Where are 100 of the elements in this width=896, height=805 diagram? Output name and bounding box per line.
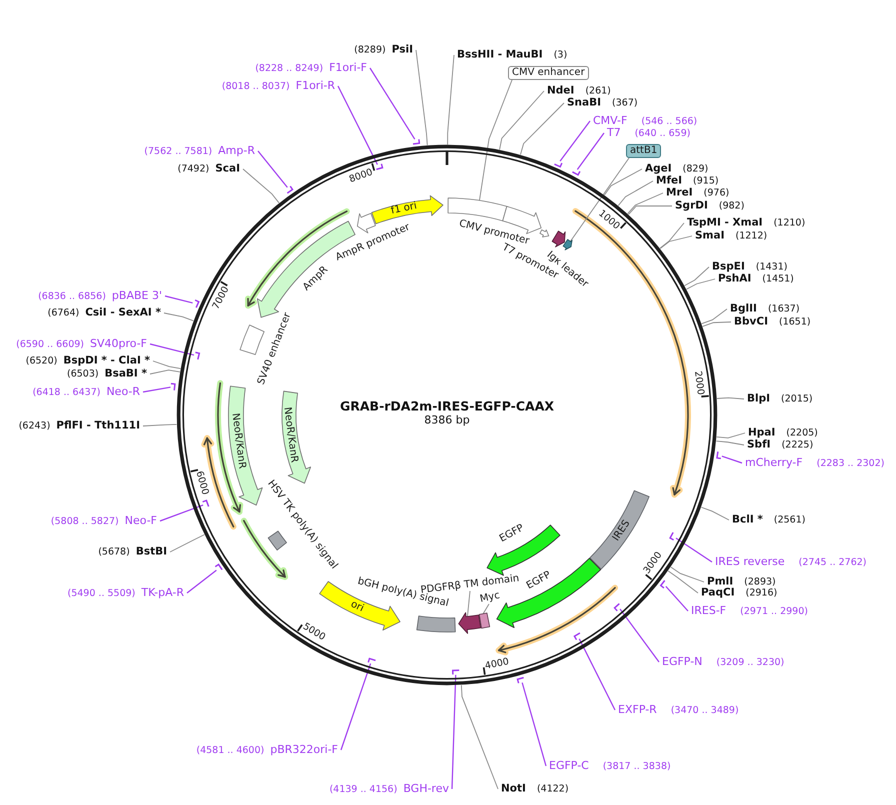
restriction-site-label: PaqCI (2916) — [698, 586, 778, 600]
scale-label: 4000 — [484, 656, 510, 672]
leader-line — [164, 295, 193, 304]
leader-line — [451, 674, 456, 790]
restriction-site-label: (6764) CsiI - SexAI * — [48, 306, 164, 320]
restriction-site-label: BspEI (1431) — [709, 260, 788, 274]
primer-label: (4139 .. 4156) BGH-rev — [329, 782, 452, 796]
plasmid-name: GRAB-rDA2m-IRES-EGFP-CAAX — [340, 398, 554, 414]
scale-label: 6000 — [194, 470, 211, 496]
leader-line — [152, 360, 181, 369]
restriction-site-label: BssHII - MauBI (3) — [454, 48, 568, 62]
leader-line — [258, 150, 288, 188]
primer-label: EXFP-R (3470 .. 3489) — [615, 703, 739, 717]
leader-line — [370, 68, 416, 140]
feature-tag: CMV enhancer — [508, 66, 589, 80]
plasmid-length: 8386 bp — [424, 414, 470, 426]
leader-line — [142, 424, 178, 426]
primer-label: (4581 .. 4600) pBR322ori-F — [196, 743, 341, 757]
primer-label: (5490 .. 5509) TK-pA-R — [68, 586, 187, 600]
leader-line — [660, 222, 684, 249]
leader-line — [242, 168, 280, 204]
restriction-site-label: (6503) BsaBI * — [67, 368, 150, 380]
restriction-site-label: (7492) ScaI — [178, 162, 243, 176]
leader-line — [628, 206, 672, 215]
restriction-site-label: HpaI (2205) — [745, 426, 818, 440]
leader-line — [340, 663, 372, 750]
leader-line — [686, 278, 716, 290]
primer-label: (6836 .. 6856) pBABE 3' — [38, 289, 165, 303]
scale-label: 7000 — [210, 285, 232, 312]
restriction-site-label: PmlI (2893) — [704, 576, 776, 588]
primer-label: (8228 .. 8249) F1ori-F — [255, 61, 370, 75]
leader-line — [560, 120, 590, 162]
leader-line — [670, 566, 704, 582]
restriction-site-label: BbvCI (1651) — [731, 316, 811, 328]
leader-line — [578, 638, 616, 710]
restriction-site-label: MreI (976) — [663, 186, 730, 200]
restriction-site-label: NdeI (261) — [544, 84, 611, 98]
restriction-site-label: TspMI - XmaI (1210) — [684, 216, 806, 230]
primer-label: (8018 .. 8037) F1ori-R — [222, 79, 338, 93]
primer-mark-icon — [714, 450, 724, 460]
restriction-site-label: SmaI (1212) — [692, 230, 768, 242]
restriction-site-label: NotI (4122) — [498, 782, 569, 796]
leader-line — [627, 192, 664, 214]
primer-label: EGFP-N (3209 .. 3230) — [659, 655, 784, 669]
primer-label: CMV-F (546 .. 566) — [590, 114, 698, 128]
leader-line — [668, 570, 698, 594]
leader-line — [150, 370, 180, 374]
primer-label: (6590 .. 6609) SV40pro-F — [16, 337, 150, 351]
primer-label: T7 (640 .. 659) — [604, 126, 690, 140]
leader-line — [620, 608, 660, 662]
leader-line — [716, 397, 744, 400]
primer-label: mCherry-F (2283 .. 2302) — [742, 456, 884, 470]
primer-mark-icon — [452, 668, 460, 676]
leader-line — [416, 50, 428, 146]
leader-line — [522, 682, 547, 766]
leader-line — [684, 266, 710, 286]
scale-label: 2000 — [692, 370, 706, 396]
leader-line — [150, 343, 194, 356]
restriction-site-label: BglII (1637) — [727, 302, 800, 316]
restriction-site-label: AgeI (829) — [642, 162, 708, 176]
leader-line — [520, 102, 564, 156]
pointed-feature-block — [457, 610, 483, 636]
leader-line — [716, 440, 744, 446]
leader-line — [482, 604, 490, 614]
primer-label: EGFP-C (3817 .. 3838) — [546, 759, 671, 773]
leader-line — [142, 386, 171, 393]
leader-line — [576, 132, 604, 170]
leader-line — [716, 432, 746, 438]
restriction-site-label: MfeI (915) — [653, 174, 719, 188]
feature-block — [478, 612, 491, 630]
restriction-site-label: (6243) PflFI - Tth111I — [18, 420, 143, 432]
primer-label: (7562 .. 7581) Amp-R — [144, 144, 258, 158]
restriction-site-label: BlpI (2015) — [744, 392, 813, 406]
leader-line — [676, 538, 712, 562]
primer-mark-icon — [516, 674, 526, 685]
leader-line — [170, 534, 205, 552]
leader-line — [499, 90, 544, 150]
feature-label: Myc — [478, 590, 502, 606]
primer-mark-icon — [412, 137, 421, 146]
leader-line — [467, 590, 470, 617]
leader-line — [660, 236, 692, 250]
leader-line — [164, 312, 194, 322]
restriction-site-label: SbfI (2225) — [744, 438, 814, 452]
primer-mark-icon — [169, 382, 178, 392]
primer-label: IRES reverse (2745 .. 2762) — [712, 555, 867, 569]
scale-label: 8000 — [348, 166, 374, 186]
leader-line — [460, 684, 498, 790]
leader-line — [447, 54, 454, 145]
primer-label: (6418 .. 6437) Neo-R — [32, 385, 143, 399]
restriction-site-label: BclI * (2561) — [729, 514, 806, 526]
leader-line — [702, 322, 732, 327]
primer-label: (5808 .. 5827) Neo-F — [50, 514, 160, 528]
leader-line — [479, 80, 512, 201]
restriction-site-label: (5678) BstBI — [98, 546, 170, 558]
restriction-site-label: PshAI (1451) — [715, 272, 794, 286]
primer-mark-icon — [200, 498, 212, 510]
leader-line — [700, 506, 730, 520]
leader-line — [618, 180, 654, 206]
leader-line — [701, 308, 728, 324]
leader-line — [722, 456, 742, 464]
